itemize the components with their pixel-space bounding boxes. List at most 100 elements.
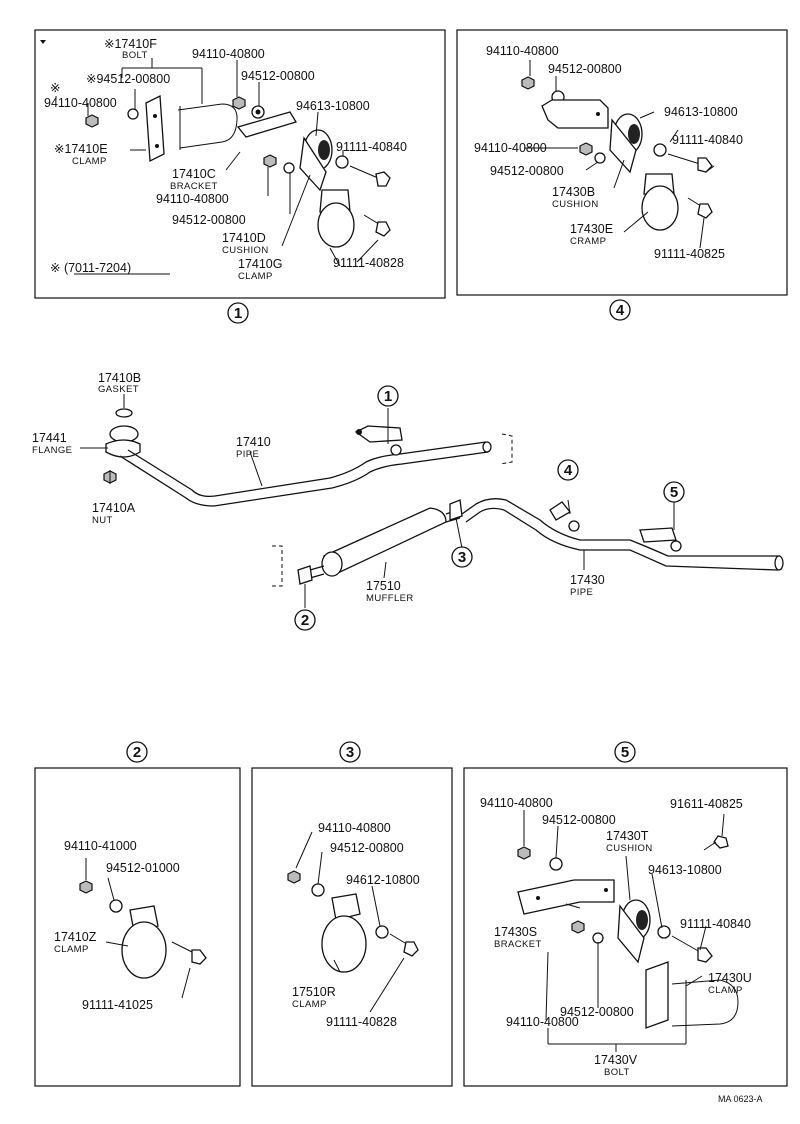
- clamp-bracket-part: [145, 94, 165, 163]
- label-94512-00800-b: 94512-00800: [490, 164, 564, 178]
- detail-callout-2: [126, 741, 148, 763]
- detail-panel-2: 2 94110-41000 94512-01000 17410Z CLAMP 9…: [34, 741, 241, 1087]
- label-17430B: 17430B: [552, 185, 595, 199]
- u-bolt-part: [671, 979, 739, 1027]
- label-17510: 17510: [366, 579, 401, 593]
- callout-number-3: 3: [346, 744, 354, 761]
- corner-mark-icon: [40, 40, 46, 44]
- label-94613-10800: 94613-10800: [664, 105, 738, 119]
- ref-number-4: 4: [564, 462, 573, 479]
- nut-icon: [517, 846, 531, 860]
- label-mark: ※: [50, 81, 60, 95]
- ref-callout-5: [663, 481, 685, 503]
- detail-panel-1: ※17410F BOLT 94110-40800 ※94512-00800 94…: [34, 29, 446, 324]
- panel-3-frame: [251, 767, 453, 1087]
- panel-1-frame: [34, 29, 446, 299]
- tail-pipe-upper: [461, 498, 780, 557]
- ref-callout-2: [294, 609, 316, 631]
- cushion-mount-plate: [299, 136, 327, 192]
- label-94110-40800-b: 94110-40800: [506, 1015, 579, 1029]
- gasket-part: [115, 408, 133, 418]
- clamp-ring-part: [641, 185, 679, 231]
- washer-icon: [335, 155, 349, 169]
- nut-icon: [232, 96, 246, 110]
- label-91111-40840: 91111-40840: [680, 917, 751, 931]
- label-91611-40825: 91611-40825: [670, 797, 743, 811]
- bolt-head-icon: [403, 941, 419, 957]
- bracket-plate-part: [236, 111, 297, 138]
- ref-callout-1: [377, 385, 399, 407]
- label-17410Z: 17410Z: [54, 930, 97, 944]
- bracket-part: [517, 879, 615, 915]
- label-94512-00800-a: 94512-00800: [241, 69, 315, 83]
- label-91111-40828: 91111-40828: [333, 256, 404, 270]
- detail-callout-3: [339, 741, 361, 763]
- clamp-plate-part: [645, 961, 669, 1029]
- sublabel-nut: NUT: [92, 515, 113, 526]
- bolt-shank: [349, 165, 379, 179]
- label-date-note: ※ (7011-7204): [50, 261, 131, 275]
- hanger-1: [354, 425, 403, 443]
- bolt-head-icon: [713, 835, 729, 849]
- detail-callout-5: [614, 741, 636, 763]
- detail-panel-3: 3 94110-40800 94512-00800 94612-10800 17…: [251, 741, 453, 1087]
- label-17430E: 17430E: [570, 222, 613, 236]
- clamp-2-on-pipe: [297, 565, 313, 585]
- label-94512-00800: 94512-00800: [330, 841, 404, 855]
- label-94110-41000: 94110-41000: [64, 839, 137, 853]
- nut-icon: [579, 142, 593, 156]
- sublabel-clamp: CLAMP: [708, 985, 743, 996]
- label-91111-40825: 91111-40825: [654, 247, 725, 261]
- ref-number-5: 5: [670, 484, 678, 501]
- label-17430T: 17430T: [606, 829, 649, 843]
- clamp-body-part: [331, 893, 361, 921]
- bolt-head-icon: [191, 949, 207, 965]
- clamp-ring-part: [317, 202, 355, 248]
- sublabel-flange: FLANGE: [32, 445, 72, 456]
- sublabel-bolt: BOLT: [122, 50, 148, 61]
- bolt-head-icon: [375, 171, 391, 187]
- panel-2-frame: [34, 767, 241, 1087]
- label-94612-10800: 94612-10800: [346, 873, 420, 887]
- clamp-3-on-pipe: [449, 499, 463, 521]
- label-94512-00800-left: ※94512-00800: [86, 72, 170, 86]
- label-94512-00800-b: 94512-00800: [560, 1005, 634, 1019]
- hanger-5: [639, 527, 677, 543]
- nut-icon: [521, 76, 535, 90]
- ref-callout-4: [557, 459, 579, 481]
- nut-icon: [85, 114, 99, 128]
- ref-number-2: 2: [301, 612, 309, 629]
- muffler-end: [321, 551, 343, 577]
- sublabel-muffler: MUFFLER: [366, 593, 414, 604]
- washer-icon: [549, 857, 563, 871]
- callout-number-2: 2: [133, 744, 141, 761]
- panel-5-frame: [463, 767, 788, 1087]
- label-17430V: 17430V: [594, 1053, 638, 1067]
- sublabel-pipe: PIPE: [236, 449, 259, 460]
- label-91111-41025: 91111-41025: [82, 998, 153, 1012]
- washer-icon: [283, 162, 295, 174]
- label-94110-40800-b: 94110-40800: [474, 141, 547, 155]
- label-17410D: 17410D: [222, 231, 266, 245]
- label-17430U: 17430U: [708, 971, 752, 985]
- bolt-head-icon: [697, 947, 713, 963]
- label-94512-01000: 94512-01000: [106, 861, 180, 875]
- label-94512-00800-a: 94512-00800: [548, 62, 622, 76]
- label-17410: 17410: [236, 435, 271, 449]
- washer-icon: [653, 143, 667, 157]
- sublabel-clamp: CLAMP: [72, 156, 107, 167]
- tail-pipe-lower: [465, 507, 779, 571]
- sublabel-bolt: BOLT: [604, 1067, 630, 1078]
- sublabel-bracket: BRACKET: [170, 181, 218, 192]
- washer-icon: [592, 932, 604, 944]
- label-17430: 17430: [570, 573, 605, 587]
- diagram-code: MA 0623-A: [718, 1094, 763, 1104]
- sublabel-clamp: CLAMP: [292, 999, 327, 1010]
- washer-icon: [375, 925, 389, 939]
- main-exhaust-assembly: 17410B GASKET 17441 FLANGE 17410 PIPE 17…: [32, 371, 784, 631]
- sublabel-clamp-g: CLAMP: [238, 271, 273, 282]
- label-94512-00800-b: 94512-00800: [172, 213, 246, 227]
- ref-number-1: 1: [384, 388, 392, 405]
- label-91111-40828: 91111-40828: [326, 1015, 397, 1029]
